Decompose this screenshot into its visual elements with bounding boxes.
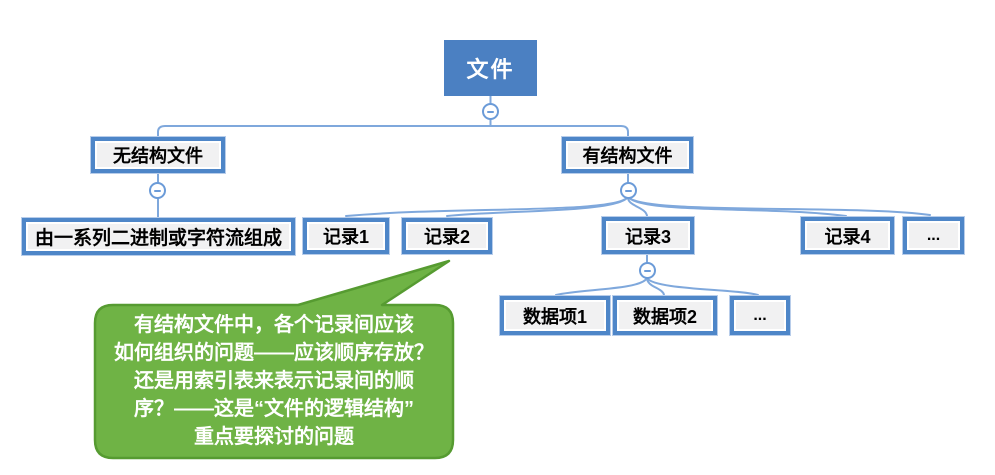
connector — [555, 277, 648, 296]
minus-icon — [154, 189, 161, 192]
collapse-minus-icon[interactable] — [149, 182, 166, 199]
callout-line: 还是用索引表来表示记录间的顺 — [134, 370, 414, 392]
node-unstructured-file[interactable]: 无结构文件 — [91, 137, 225, 173]
minus-icon — [487, 110, 494, 113]
callout-text: 有结构文件中，各个记录间应该 如何组织的问题——应该顺序存放？ 还是用索引表来表… — [100, 311, 448, 451]
minus-icon — [644, 269, 651, 272]
callout-line: 如何组织的问题——应该顺序存放？ — [114, 342, 434, 364]
node-stream-description[interactable]: 由一系列二进制或字符流组成 — [22, 218, 295, 255]
node-data-item-ellipsis[interactable]: ... — [730, 296, 790, 335]
connector — [446, 196, 629, 217]
node-record-4[interactable]: 记录4 — [801, 217, 894, 254]
node-structured-file[interactable]: 有结构文件 — [562, 137, 693, 173]
node-file-root[interactable]: 文件 — [444, 40, 537, 96]
node-record-2[interactable]: 记录2 — [402, 218, 492, 254]
callout-line: 序？——这是“文件的逻辑结构” — [134, 398, 414, 420]
node-record-1[interactable]: 记录1 — [303, 218, 389, 254]
callout-line: 有结构文件中，各个记录间应该 — [134, 314, 414, 336]
node-record-ellipsis[interactable]: ... — [903, 217, 964, 254]
connector — [157, 125, 629, 138]
connector — [646, 277, 759, 296]
node-record-3[interactable]: 记录3 — [602, 217, 694, 254]
callout-shape[interactable] — [93, 259, 455, 460]
minus-icon — [625, 189, 632, 192]
callout-line: 重点要探讨的问题 — [194, 426, 354, 448]
collapse-minus-icon[interactable] — [639, 262, 656, 279]
node-data-item-2[interactable]: 数据项2 — [613, 296, 717, 335]
connector — [627, 196, 648, 217]
collapse-minus-icon[interactable] — [482, 103, 499, 120]
node-data-item-1[interactable]: 数据项1 — [500, 296, 610, 335]
connector — [627, 196, 931, 216]
collapse-minus-icon[interactable] — [620, 182, 637, 199]
